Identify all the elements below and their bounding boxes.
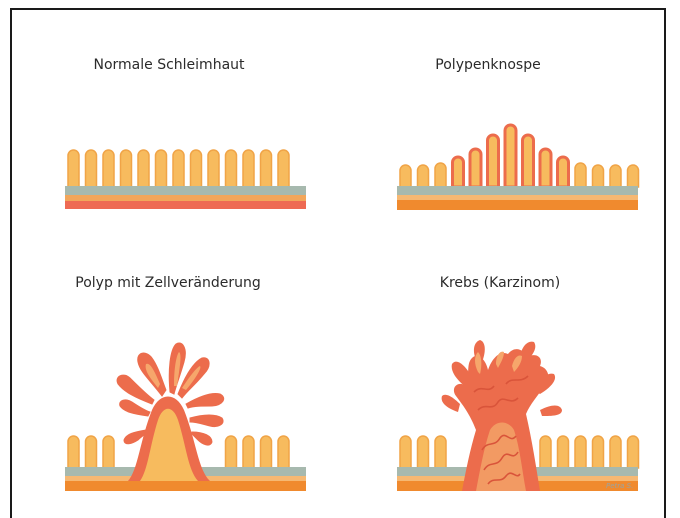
- villus: [103, 150, 114, 187]
- panel-polyp-bud: [397, 125, 639, 210]
- panel-polyp-dysplasia: [65, 343, 306, 491]
- villus: [400, 436, 411, 468]
- villus: [435, 436, 446, 468]
- villus: [418, 436, 429, 468]
- base-layer: [65, 201, 306, 209]
- villus: [453, 157, 464, 187]
- villus: [243, 150, 254, 187]
- villus: [191, 150, 202, 187]
- artist-signature: Petra S.: [606, 482, 633, 490]
- villus: [278, 436, 289, 468]
- villus: [156, 150, 167, 187]
- villus: [505, 125, 516, 187]
- villus: [278, 150, 289, 187]
- villus: [226, 436, 237, 468]
- villus: [593, 436, 604, 468]
- villus: [575, 436, 586, 468]
- villus: [575, 163, 586, 187]
- villus: [558, 436, 569, 468]
- villus: [593, 165, 604, 187]
- villus: [103, 436, 114, 468]
- villus: [400, 165, 411, 187]
- villus: [86, 150, 97, 187]
- base-layer: [397, 200, 638, 210]
- villus: [610, 436, 621, 468]
- epithelial-layer: [397, 186, 638, 195]
- epithelial-layer: [65, 186, 306, 195]
- villus: [173, 150, 184, 187]
- panel-normal-mucosa: [65, 150, 306, 209]
- villus: [68, 436, 79, 468]
- villus: [628, 165, 639, 187]
- base-layer: [65, 481, 306, 491]
- villus: [540, 149, 551, 187]
- villus: [523, 135, 534, 187]
- villus: [138, 150, 149, 187]
- villus: [628, 436, 639, 468]
- villus: [435, 163, 446, 187]
- panel-carcinoma: Petra S.: [397, 340, 639, 491]
- villus: [540, 436, 551, 468]
- villus: [243, 436, 254, 468]
- villus: [610, 165, 621, 187]
- villus: [488, 135, 499, 187]
- villus: [470, 149, 481, 187]
- villi-row: [68, 150, 289, 187]
- villus: [418, 165, 429, 187]
- villi-row: [400, 125, 639, 187]
- villus: [68, 150, 79, 187]
- villus: [208, 150, 219, 187]
- lamina-layer: [65, 195, 306, 201]
- villus: [261, 150, 272, 187]
- villus: [558, 157, 569, 187]
- villus: [226, 150, 237, 187]
- villus: [261, 436, 272, 468]
- villus: [121, 150, 132, 187]
- lamina-layer: [397, 195, 638, 200]
- villus: [86, 436, 97, 468]
